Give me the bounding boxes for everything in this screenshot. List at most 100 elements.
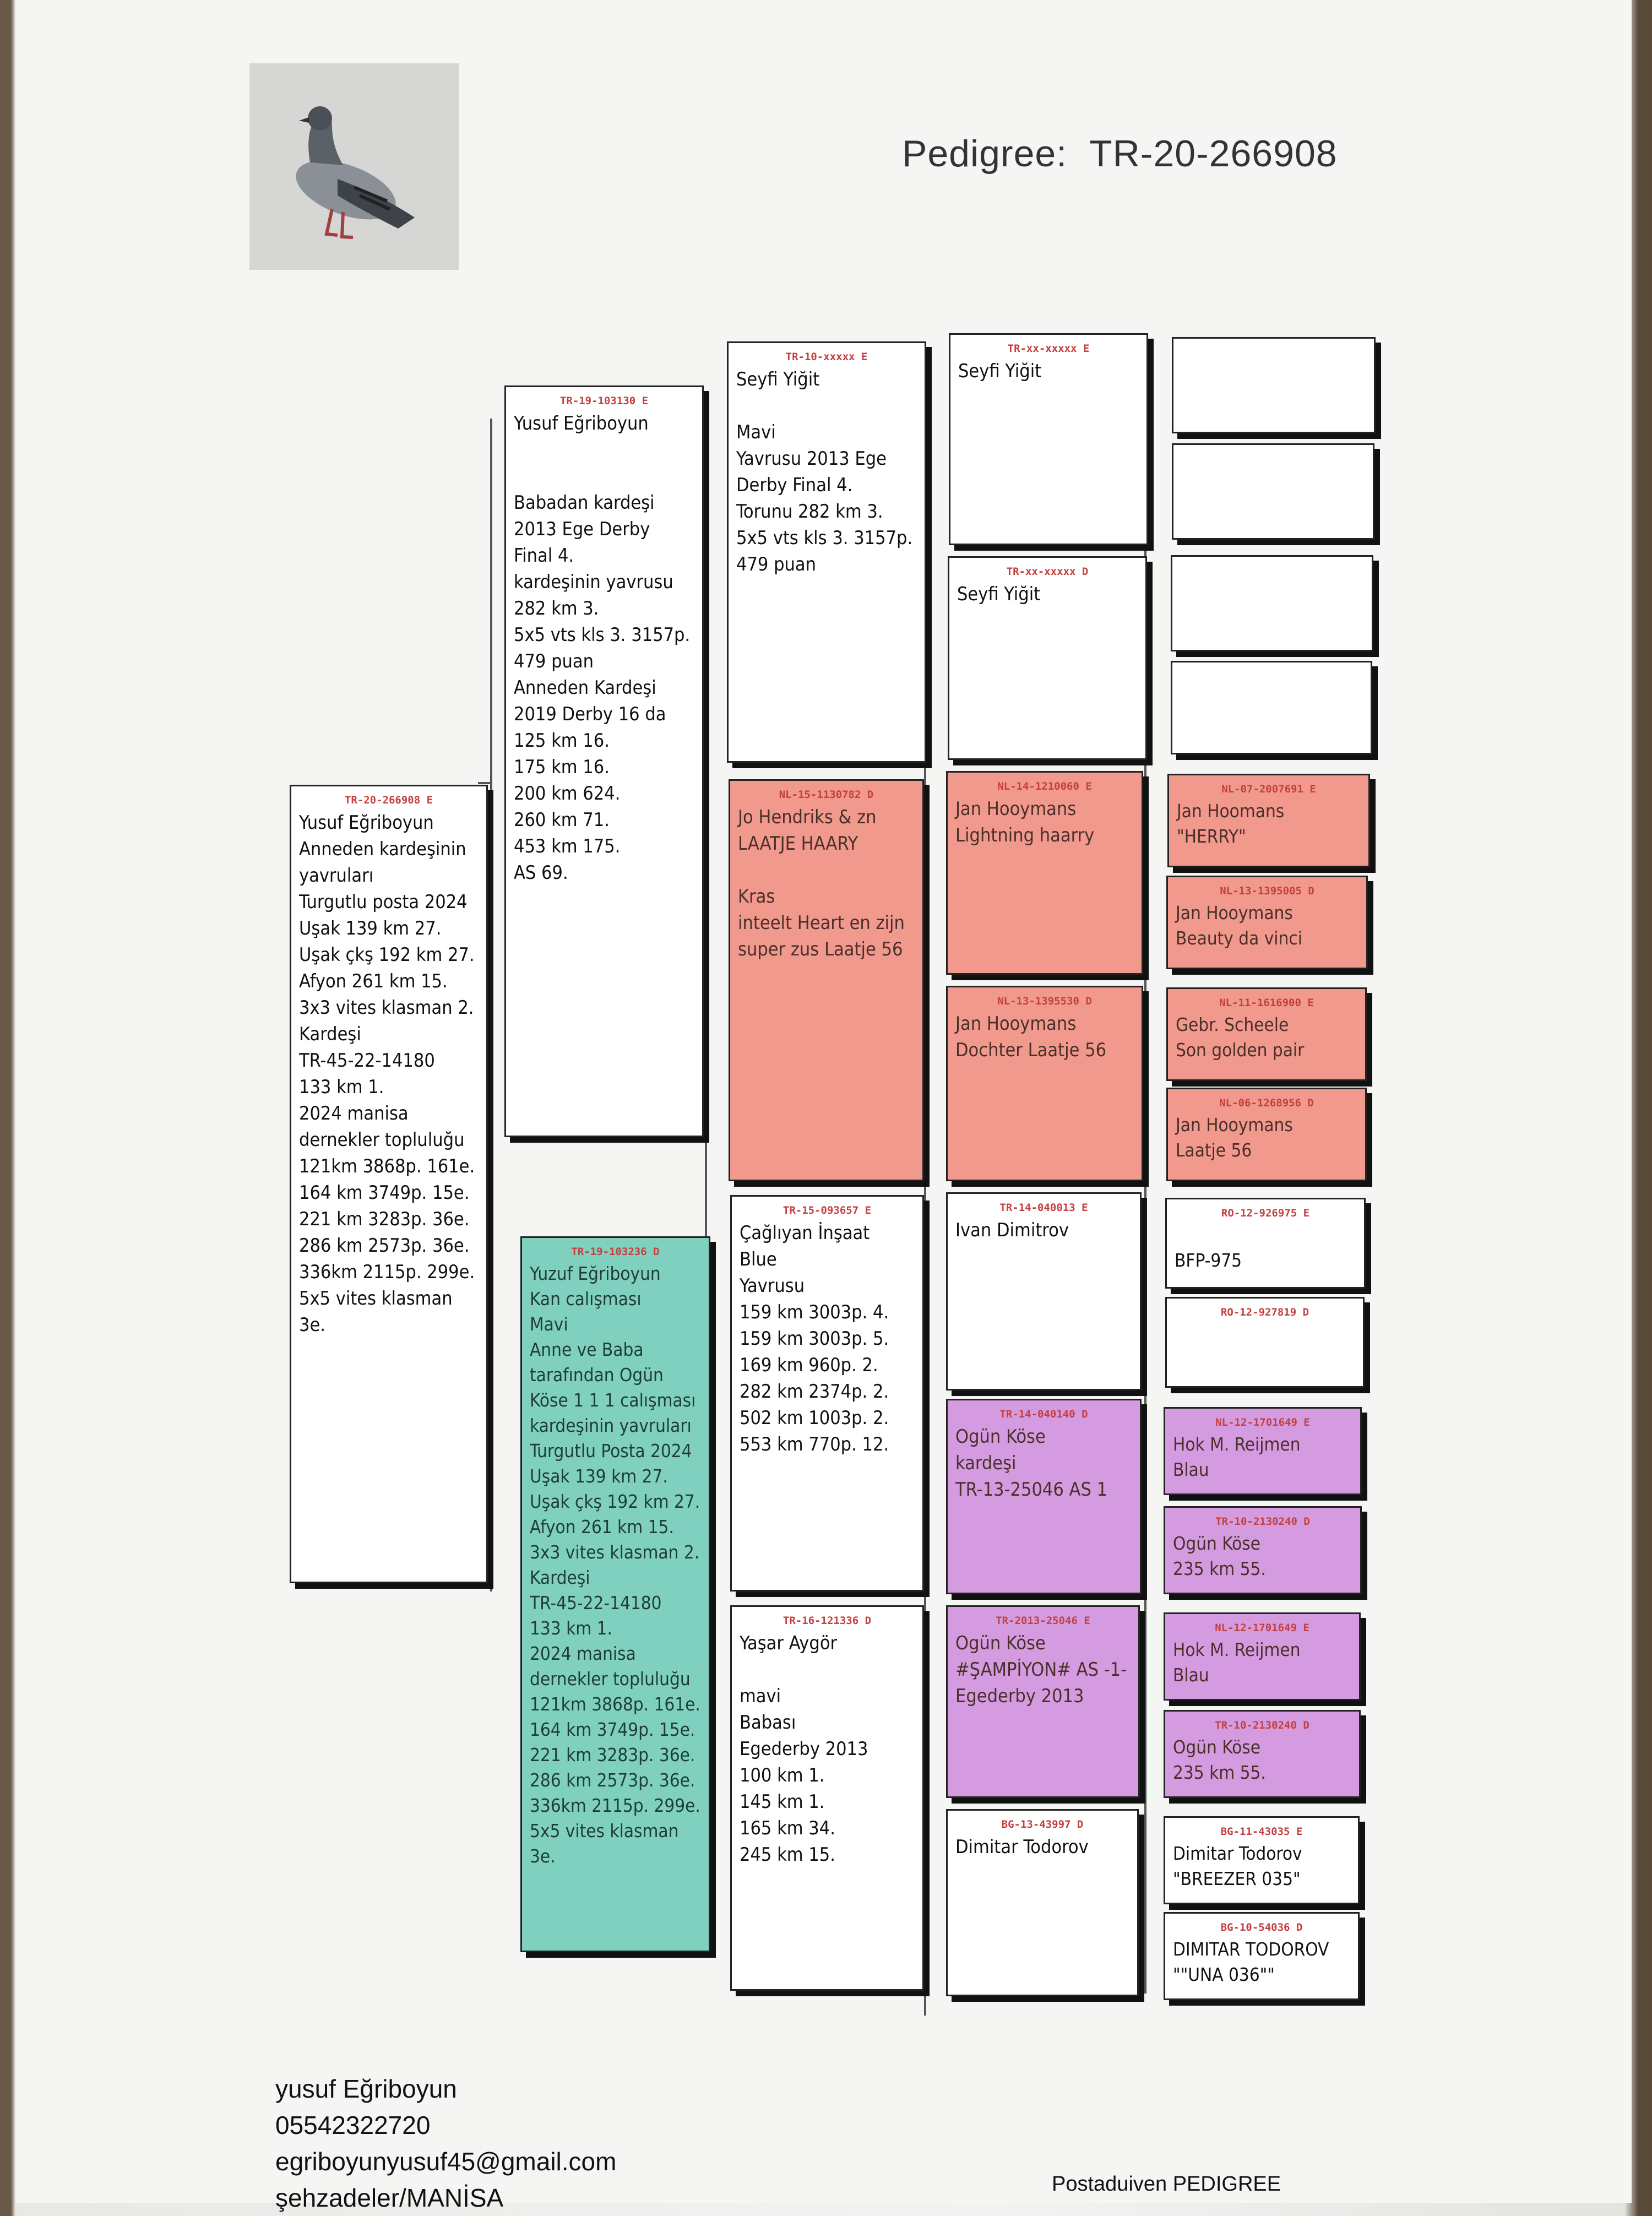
bird-details: Ogün Köse kardeşi TR-13-25046 AS 1 (955, 1426, 1108, 1501)
ring-number: TR-19-103130 E (559, 395, 649, 407)
bird-details: Jan Hooymans Beauty da vinci (1176, 902, 1302, 949)
bird-details: Dimitar Todorov "BREEZER 035" (1173, 1843, 1302, 1889)
ring-number: NL-15-1130782 D (779, 789, 874, 801)
bird-details: Jan Hooymans Dochter Laatje 56 (955, 1013, 1107, 1061)
connector-line (478, 782, 491, 784)
ring-number: TR-19-103236 D (571, 1246, 660, 1258)
pedigree-box-gen4: TR-14-040140 D Ogün Köse kardeşi TR-13-2… (946, 1399, 1142, 1594)
bird-details: Dimitar Todorov (955, 1836, 1089, 1858)
ring-number: NL-12-1701649 E (1215, 1416, 1310, 1429)
bird-details: Hok M. Reijmen Blau (1173, 1639, 1301, 1686)
pedigree-box-gen5: NL-12-1701649 E Hok M. Reijmen Blau (1164, 1612, 1361, 1701)
bird-details: Ogün Köse 235 km 55. (1173, 1533, 1266, 1579)
bird-details: Ivan Dimitrov (955, 1219, 1069, 1241)
ring-number: BG-10-54036 D (1220, 1921, 1303, 1933)
ring-number: TR-20-266908 E (344, 794, 433, 806)
bird-details: Seyfi Yiğit (958, 360, 1042, 382)
pedigree-box-gen5: BG-11-43035 E Dimitar Todorov "BREEZER 0… (1164, 1816, 1360, 1904)
bird-details: BFP-975 (1175, 1250, 1242, 1271)
ring-number: TR-2013-25046 E (996, 1615, 1090, 1627)
ring-number: NL-14-1210060 E (997, 780, 1092, 792)
ring-number: NL-11-1616900 E (1219, 997, 1314, 1009)
bird-details: DIMITAR TODOROV ""UNA 036"" (1173, 1938, 1329, 1985)
bird-details: Jan Hooymans Laatje 56 (1176, 1114, 1293, 1161)
connector-line (490, 419, 492, 1592)
pedigree-box-gen5 (1171, 555, 1373, 651)
pedigree-box-sire: TR-19-103130 E Yusuf Eğriboyun Babadan k… (504, 385, 704, 1137)
connector-line (924, 419, 926, 2016)
pedigree-box-gen4: TR-xx-xxxxx D Seyfi Yiğit (948, 556, 1147, 760)
pedigree-box-gen3: TR-10-xxxxx E Seyfi Yiğit Mavi Yavrusu 2… (727, 341, 926, 763)
pedigree-box-gen4: NL-14-1210060 E Jan Hooymans Lightning h… (946, 771, 1143, 975)
bird-details (1172, 670, 1371, 674)
pedigree-box-gen5: NL-11-1616900 E Gebr. Scheele Son golden… (1166, 987, 1367, 1081)
bird-details: Seyfi Yiğit Mavi Yavrusu 2013 Ege Derby … (736, 368, 913, 575)
ring-number: NL-12-1701649 E (1215, 1622, 1309, 1634)
bird-details (1172, 564, 1372, 568)
pedigree-box-gen3: TR-16-121336 D Yaşar Aygör mavi Babası E… (730, 1605, 924, 1991)
pedigree-ring: TR-20-266908 (1089, 133, 1338, 175)
pedigree-box-gen5: NL-12-1701649 E Hok M. Reijmen Blau (1164, 1407, 1362, 1495)
footer-text: Postaduiven PEDIGREE (1052, 2172, 1281, 2196)
bird-details (1173, 453, 1373, 456)
ring-number: RO-12-926975 E (1221, 1207, 1310, 1219)
ring-number: NL-07-2007691 E (1221, 783, 1316, 795)
bird-details: Jan Hooymans Lightning haarry (955, 798, 1095, 846)
pedigree-box-gen5: RO-12-927819 D (1165, 1297, 1365, 1388)
bird-details: Seyfi Yiğit (957, 583, 1041, 605)
contact-name: yusuf Eğriboyun (275, 2074, 457, 2103)
bird-details: Yusuf Eğriboyun Anneden kardeşinin yavru… (299, 812, 475, 1336)
pedigree-box-gen5: NL-13-1395005 D Jan Hooymans Beauty da v… (1166, 876, 1368, 969)
ring-number: NL-13-1395530 D (997, 995, 1092, 1007)
pedigree-box-gen4: TR-2013-25046 E Ogün Köse #ŞAMPİYON# AS … (946, 1605, 1140, 1798)
bird-details: Yusuf Eğriboyun Babadan kardeşi 2013 Ege… (514, 412, 691, 884)
pedigree-sheet: Pedigree: TR-20-266908 TR-20-266908 E Yus… (15, 0, 1632, 2212)
pedigree-box-gen5: RO-12-926975 E BFP-975 (1165, 1198, 1366, 1289)
ring-number: BG-13-43997 D (1001, 1818, 1084, 1831)
pedigree-box-gen4: BG-13-43997 D Dimitar Todorov (946, 1809, 1139, 1996)
ring-number: TR-xx-xxxxx E (1007, 343, 1090, 355)
bird-details (1167, 1318, 1363, 1322)
pedigree-box-gen1: TR-20-266908 E Yusuf Eğriboyun Anneden k… (290, 785, 488, 1583)
bird-details: Gebr. Scheele Son golden pair (1176, 1014, 1305, 1061)
pedigree-box-gen5: BG-10-54036 D DIMITAR TODOROV ""UNA 036"… (1164, 1912, 1360, 2000)
ring-number: TR-14-040013 E (999, 1202, 1088, 1214)
bird-details: Yuzuf Eğriboyun Kan calışması Mavi Anne … (530, 1263, 700, 1867)
pedigree-box-gen5: NL-07-2007691 E Jan Hoomans "HERRY" (1167, 774, 1370, 867)
pedigree-box-gen4: TR-xx-xxxxx E Seyfi Yiğit (949, 333, 1148, 545)
pedigree-box-dam: TR-19-103236 D Yuzuf Eğriboyun Kan calış… (520, 1236, 710, 1952)
pedigree-box-gen3: TR-15-093657 E Çağlıyan İnşaat Blue Yavr… (730, 1195, 924, 1592)
pedigree-box-gen5 (1171, 661, 1372, 754)
ring-number: TR-15-093657 E (782, 1204, 872, 1216)
ring-number: BG-11-43035 E (1220, 1826, 1303, 1838)
bird-details: Ogün Köse #ŞAMPİYON# AS -1- Egederby 201… (955, 1632, 1127, 1707)
ring-number: TR-10-2130240 D (1215, 1719, 1309, 1731)
pigeon-logo-icon (249, 63, 459, 270)
pedigree-box-gen3: NL-15-1130782 D Jo Hendriks & zn LAATJE … (729, 779, 924, 1181)
connector-line (705, 551, 707, 1812)
pedigree-box-gen5: NL-06-1268956 D Jan Hooymans Laatje 56 (1166, 1088, 1367, 1181)
pedigree-box-gen5 (1172, 337, 1376, 433)
ring-number: NL-13-1395005 D (1220, 885, 1314, 897)
pedigree-title: Pedigree: TR-20-266908 (902, 132, 1338, 175)
contact-location: şehzadeler/MANİSA (275, 2184, 504, 2212)
pedigree-box-gen4: TR-14-040013 E Ivan Dimitrov (946, 1192, 1142, 1391)
ring-number: RO-12-927819 D (1220, 1306, 1309, 1318)
connector-line (1144, 397, 1146, 1994)
pedigree-label: Pedigree: (902, 133, 1068, 175)
ring-number: TR-16-121336 D (782, 1615, 872, 1627)
bird-details: Ogün Köse 235 km 55. (1173, 1736, 1266, 1783)
bird-details: Jo Hendriks & zn LAATJE HAARY Kras intee… (738, 806, 905, 960)
bird-details: Yaşar Aygör mavi Babası Egederby 2013 10… (740, 1632, 868, 1866)
bird-details: Hok M. Reijmen Blau (1173, 1433, 1301, 1480)
ring-number: TR-10-2130240 D (1215, 1516, 1310, 1528)
pedigree-box-gen4: NL-13-1395530 D Jan Hooymans Dochter Laa… (946, 986, 1143, 1181)
ring-number: TR-10-xxxxx E (785, 351, 868, 363)
pedigree-box-gen5: TR-10-2130240 D Ogün Köse 235 km 55. (1164, 1506, 1362, 1594)
pedigree-box-gen5: TR-10-2130240 D Ogün Köse 235 km 55. (1164, 1710, 1361, 1798)
bird-details (1173, 346, 1374, 350)
contact-block: yusuf Eğriboyun 05542322720 egriboyunyusuf… (275, 2071, 616, 2216)
contact-email: egriboyunyusuf45@gmail.com (275, 2147, 617, 2176)
bird-details: Jan Hoomans "HERRY" (1177, 800, 1285, 847)
contact-phone: 05542322720 (275, 2111, 431, 2139)
